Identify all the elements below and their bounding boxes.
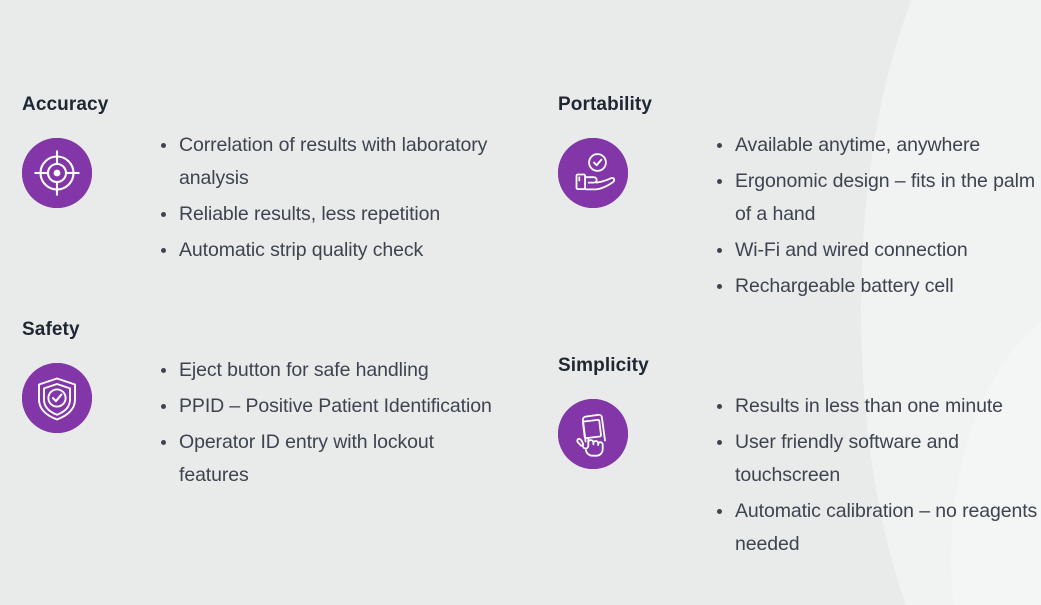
left-column: Accuracy <box>0 0 500 605</box>
feature-body-safety: Eject button for safe handling PPID – Po… <box>22 342 500 495</box>
feature-bullets-simplicity: Results in less than one minute User fri… <box>714 390 1038 564</box>
list-item: Wi-Fi and wired connection <box>714 234 1038 267</box>
feature-block-portability: Portability <box>558 94 1038 306</box>
hand-holding-device-check-icon <box>558 137 628 208</box>
list-item: PPID – Positive Patient Identification <box>158 390 500 423</box>
list-item: Rechargeable battery cell <box>714 270 1038 303</box>
icon-wrap-accuracy <box>22 137 96 208</box>
feature-block-safety: Safety <box>22 319 500 495</box>
list-item: Operator ID entry with lockout features <box>158 426 500 492</box>
list-item: Ergonomic design – fits in the palm of a… <box>714 165 1038 231</box>
list-item: Reliable results, less repetition <box>158 198 500 231</box>
feature-bullets-portability: Available anytime, anywhere Ergonomic de… <box>714 129 1038 306</box>
list-item: Automatic strip quality check <box>158 234 500 267</box>
right-column: Portability <box>538 0 1038 605</box>
feature-heading-portability: Portability <box>558 94 653 115</box>
icon-wrap-simplicity <box>558 398 632 469</box>
list-item: Correlation of results with laboratory a… <box>158 129 500 195</box>
list-item: Eject button for safe handling <box>158 354 500 387</box>
feature-block-simplicity: Simplicity <box>558 355 1038 564</box>
feature-bullets-safety: Eject button for safe handling PPID – Po… <box>158 354 500 495</box>
hand-touch-device-icon <box>558 398 628 469</box>
feature-body-simplicity: Results in less than one minute User fri… <box>558 378 1038 564</box>
feature-body-portability: Available anytime, anywhere Ergonomic de… <box>558 117 1038 306</box>
list-item: Automatic calibration – no reagents need… <box>714 495 1038 561</box>
feature-body-accuracy: Correlation of results with laboratory a… <box>22 117 500 270</box>
list-item: Available anytime, anywhere <box>714 129 1038 162</box>
icon-wrap-portability <box>558 137 632 208</box>
icon-wrap-safety <box>22 362 96 433</box>
feature-block-accuracy: Accuracy <box>22 94 500 270</box>
feature-bullets-accuracy: Correlation of results with laboratory a… <box>158 129 500 270</box>
feature-heading-safety: Safety <box>22 319 80 340</box>
feature-heading-accuracy: Accuracy <box>22 94 109 115</box>
list-item: Results in less than one minute <box>714 390 1038 423</box>
shield-check-icon <box>22 362 92 433</box>
feature-heading-simplicity: Simplicity <box>558 355 649 376</box>
list-item: User friendly software and touchscreen <box>714 426 1038 492</box>
target-crosshair-icon <box>22 137 92 208</box>
